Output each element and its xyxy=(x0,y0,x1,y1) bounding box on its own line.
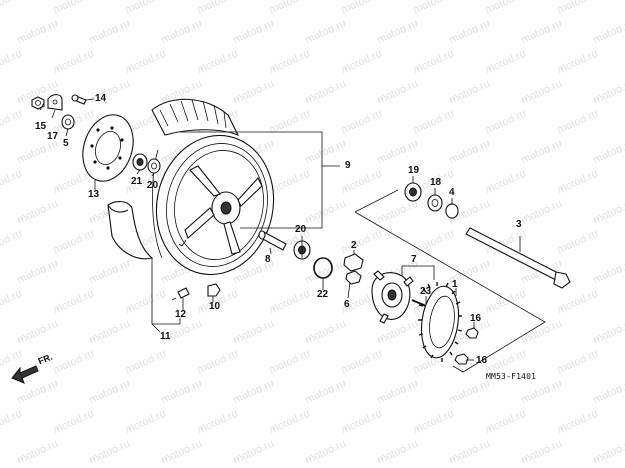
callout-12: 12 xyxy=(175,309,187,320)
right-bearings-drawing xyxy=(404,182,459,219)
callout-17: 17 xyxy=(47,131,59,142)
brake-disc-drawing xyxy=(82,114,134,182)
callout-13: 13 xyxy=(88,189,100,200)
callout-5: 5 xyxy=(63,138,69,149)
callout-11: 11 xyxy=(160,331,171,342)
callout-8: 8 xyxy=(265,254,271,265)
callout-23: 23 xyxy=(420,286,432,297)
bolt-nut-drawing xyxy=(171,283,221,301)
sprocket-nuts-drawing xyxy=(454,327,479,365)
tire-drawing xyxy=(107,98,240,260)
callout-16-lower: 16 xyxy=(476,355,488,366)
axle-drawing xyxy=(465,227,571,289)
callout-14: 14 xyxy=(95,93,107,104)
center-parts-drawing xyxy=(313,253,364,285)
driven-flange-drawing xyxy=(371,270,427,324)
callout-19: 19 xyxy=(408,165,420,176)
callout-7: 7 xyxy=(411,254,417,265)
callout-6: 6 xyxy=(344,299,350,310)
callout-1: 1 xyxy=(452,279,458,290)
callout-18: 18 xyxy=(430,177,442,188)
front-direction-arrow xyxy=(11,365,39,384)
drawing-code: MM53-F1401 xyxy=(486,372,537,381)
callout-21: 21 xyxy=(131,176,143,187)
sprocket-drawing xyxy=(418,282,463,362)
callout-22: 22 xyxy=(317,289,329,300)
callout-3: 3 xyxy=(516,219,522,230)
wheel-rim-drawing xyxy=(152,134,275,276)
callout-2: 2 xyxy=(351,240,357,251)
callout-10: 10 xyxy=(209,301,221,312)
callout-16-upper: 16 xyxy=(470,313,482,324)
callout-9: 9 xyxy=(345,160,351,171)
callout-4: 4 xyxy=(449,187,455,198)
callout-15: 15 xyxy=(35,121,47,132)
callout-20-left: 20 xyxy=(147,180,159,191)
leader-lines xyxy=(39,98,546,373)
callout-20-right: 20 xyxy=(295,224,307,235)
small-fasteners-drawing xyxy=(31,94,87,130)
